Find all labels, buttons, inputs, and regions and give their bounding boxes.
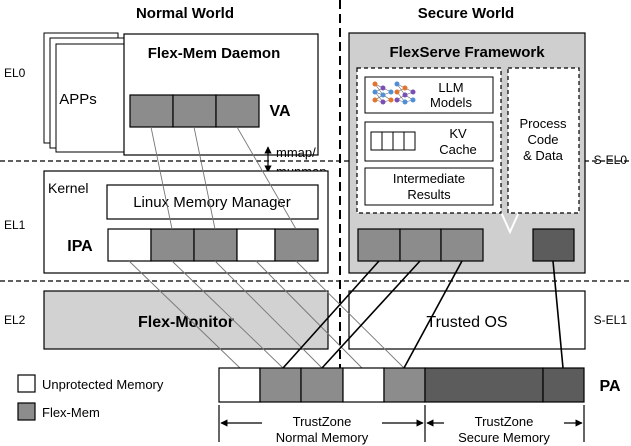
secure-flex-block-2 — [399, 228, 442, 262]
process-label-line2: Code — [527, 132, 558, 147]
va-to-ipa-mapping-lines — [150, 126, 297, 230]
ipa-to-pa-mapping-lines — [128, 260, 405, 369]
pa-block-2 — [259, 367, 302, 403]
trusted-os-label: Trusted OS — [426, 314, 507, 331]
va-label: VA — [269, 103, 290, 120]
pa-block-6 — [424, 367, 544, 403]
llm-models-label-line2: Models — [430, 95, 472, 110]
linux-memory-manager-label: Linux Memory Manager — [133, 194, 291, 211]
sel0-label: S-EL0 — [594, 153, 628, 167]
intermediate-results-label-line1: Intermediate — [393, 171, 465, 186]
pa-block-1 — [218, 367, 261, 403]
secure-flex-block-3 — [440, 228, 484, 262]
kv-cache-grid-icon — [370, 131, 416, 151]
legend-unprotected-label: Unprotected Memory — [42, 377, 164, 392]
pa-block-3 — [300, 367, 344, 403]
llm-models-label-line1: LLM — [438, 80, 463, 95]
va-block-1 — [129, 94, 174, 128]
secure-range-label-bg — [444, 412, 564, 446]
normal-range-label-line2: Normal Memory — [276, 430, 369, 445]
app-card-front — [55, 43, 131, 153]
flex-monitor-box — [43, 290, 329, 350]
neural-network-icon — [372, 81, 416, 105]
sel1-label: S-EL1 — [594, 313, 628, 327]
kv-cache-label-line2: Cache — [439, 142, 477, 157]
secure-range-label-line2: Secure Memory — [458, 430, 550, 445]
flex-monitor-label: Flex-Monitor — [138, 314, 234, 331]
process-label-line1: Process — [520, 116, 567, 131]
ipa-block-5 — [274, 228, 319, 262]
ipa-block-4 — [236, 228, 276, 262]
legend-unprotected-swatch — [17, 374, 36, 393]
pa-label: PA — [599, 378, 620, 395]
ipa-label: IPA — [67, 238, 93, 255]
process-label-line3: & Data — [523, 148, 564, 163]
el2-label: EL2 — [4, 313, 26, 327]
normal-range-label-bg — [262, 412, 382, 446]
pa-block-7 — [542, 367, 585, 403]
flexserve-framework-title: FlexServe Framework — [389, 44, 545, 61]
process-area-dashed-box — [507, 67, 580, 214]
trusted-os-box — [348, 290, 586, 350]
ipa-block-2 — [150, 228, 195, 262]
pa-block-4 — [342, 367, 385, 403]
kernel-label: Kernel — [48, 180, 88, 196]
secure-flex-block-1 — [357, 228, 401, 262]
intermediate-results-box — [364, 167, 494, 206]
secure-to-pa-mapping-lines — [282, 260, 564, 369]
mmap-label-line1: mmap/ — [276, 145, 316, 160]
normal-world-header: Normal World — [136, 5, 234, 22]
secure-world-header: Secure World — [418, 5, 514, 22]
normal-range-label-line1: TrustZone — [293, 414, 352, 429]
flex-mem-daemon-title: Flex-Mem Daemon — [148, 45, 281, 62]
el0-label: EL0 — [4, 66, 26, 80]
secure-range-label-line1: TrustZone — [475, 414, 534, 429]
legend-flex-mem-swatch — [17, 402, 36, 421]
apps-label: APPs — [59, 91, 97, 108]
llm-models-box — [364, 76, 494, 114]
pa-block-5 — [383, 367, 426, 403]
ipa-block-3 — [193, 228, 238, 262]
va-block-3 — [215, 94, 260, 128]
legend-flex-mem-label: Flex-Mem — [42, 405, 100, 420]
kv-cache-label-line1: KV — [449, 126, 467, 141]
intermediate-results-label-line2: Results — [407, 187, 451, 202]
el1-label: EL1 — [4, 218, 26, 232]
va-block-2 — [172, 94, 217, 128]
ipa-block-1 — [107, 228, 152, 262]
secure-process-block — [532, 228, 575, 262]
